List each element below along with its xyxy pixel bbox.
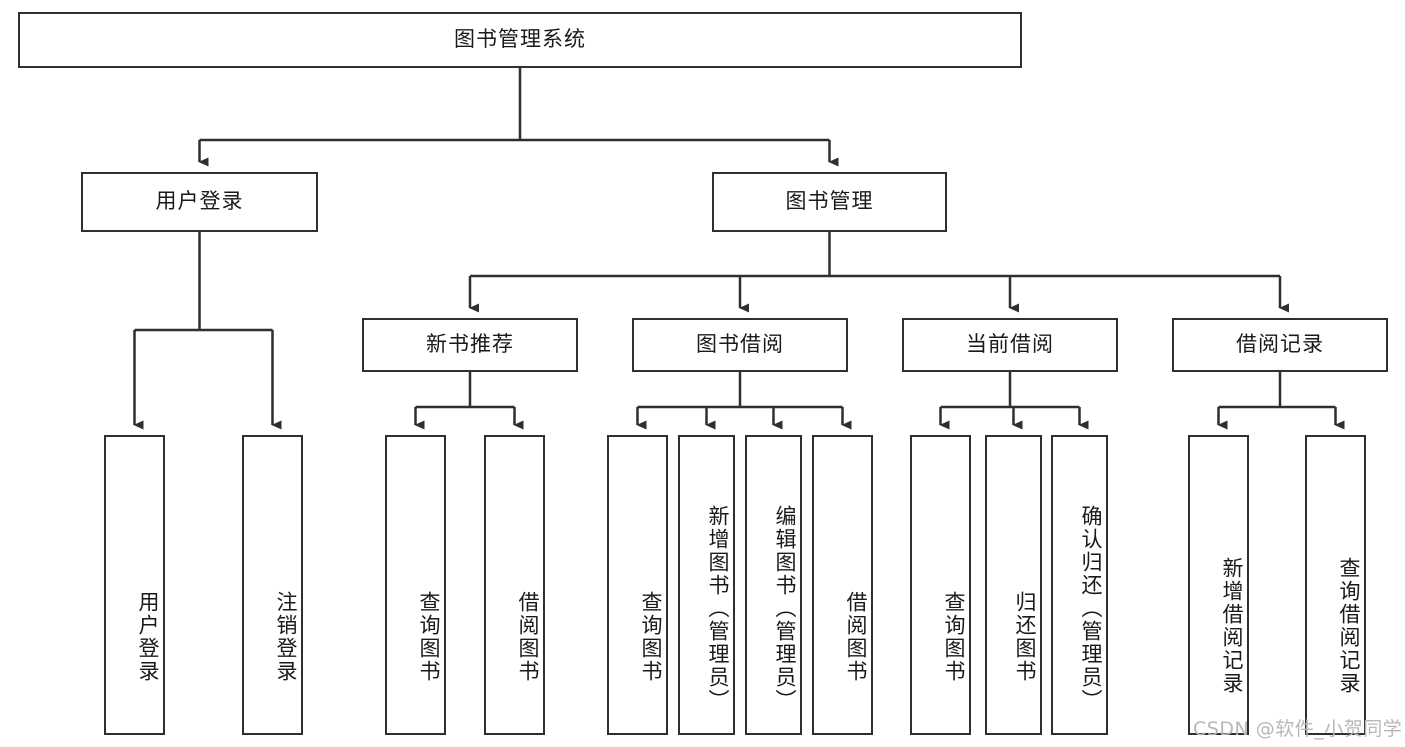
node-user-login[interactable]: 用户登录 — [81, 172, 318, 232]
leaf-node[interactable]: 注销登录 — [242, 435, 303, 735]
csdn-watermark: CSDN @软件_小贺同学 — [1193, 718, 1403, 740]
leaf-node[interactable]: 查询图书 — [910, 435, 971, 735]
leaf-node[interactable]: 编辑图书（管理员） — [745, 435, 802, 735]
leaf-node[interactable]: 借阅图书 — [812, 435, 873, 735]
leaf-node[interactable]: 归还图书 — [985, 435, 1042, 735]
leaf-node[interactable]: 查询图书 — [385, 435, 446, 735]
leaf-node[interactable]: 新增借阅记录 — [1188, 435, 1249, 735]
leaf-node[interactable]: 用户登录 — [104, 435, 165, 735]
node-book-borrow[interactable]: 图书借阅 — [632, 318, 848, 372]
node-current-borrow[interactable]: 当前借阅 — [902, 318, 1118, 372]
edges — [133, 68, 1345, 430]
leaf-node[interactable]: 确认归还（管理员） — [1051, 435, 1108, 735]
node-new-book-recommend[interactable]: 新书推荐 — [362, 318, 578, 372]
node-book-management[interactable]: 图书管理 — [712, 172, 947, 232]
leaf-node[interactable]: 借阅图书 — [484, 435, 545, 735]
leaf-node[interactable]: 查询图书 — [607, 435, 668, 735]
leaf-node[interactable]: 新增图书（管理员） — [678, 435, 735, 735]
node-root[interactable]: 图书管理系统 — [18, 12, 1022, 68]
node-borrow-record[interactable]: 借阅记录 — [1172, 318, 1388, 372]
leaf-node[interactable]: 查询借阅记录 — [1305, 435, 1366, 735]
